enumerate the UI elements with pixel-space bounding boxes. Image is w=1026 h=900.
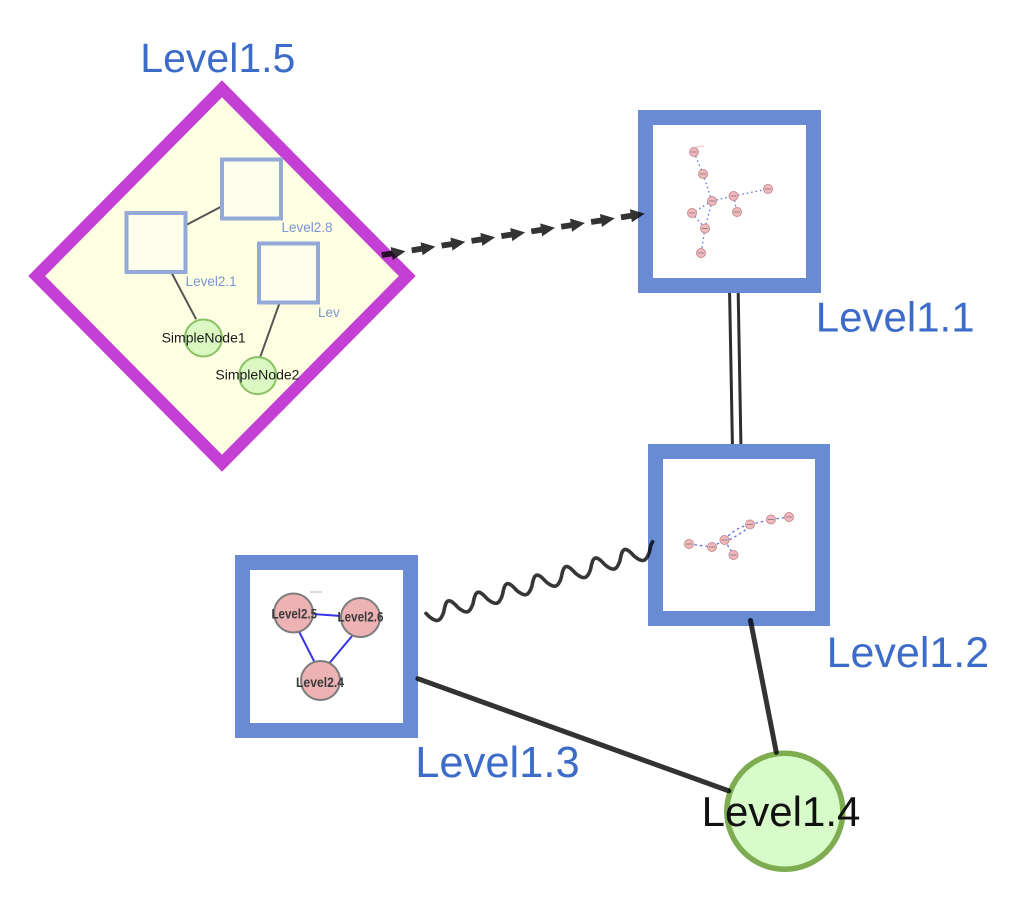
svg-text:Level1.3: Level1.3 — [415, 739, 579, 787]
svg-text:Level2.4: Level2.4 — [296, 674, 344, 690]
svg-text:SimpleNode2: SimpleNode2 — [215, 367, 299, 383]
svg-text:Lev: Lev — [318, 305, 340, 320]
svg-text:SimpleNode1: SimpleNode1 — [162, 330, 246, 346]
svg-text:Level1.5: Level1.5 — [140, 35, 295, 81]
svg-text:Level1.4: Level1.4 — [702, 788, 861, 835]
svg-text:Level2.1: Level2.1 — [186, 274, 237, 289]
svg-text:Level2.5: Level2.5 — [272, 606, 318, 622]
svg-text:Level2.8: Level2.8 — [282, 220, 333, 235]
svg-text:Level2.6: Level2.6 — [338, 609, 384, 625]
svg-text:Level1.1: Level1.1 — [816, 294, 975, 341]
svg-text:Level1.2: Level1.2 — [827, 629, 990, 677]
